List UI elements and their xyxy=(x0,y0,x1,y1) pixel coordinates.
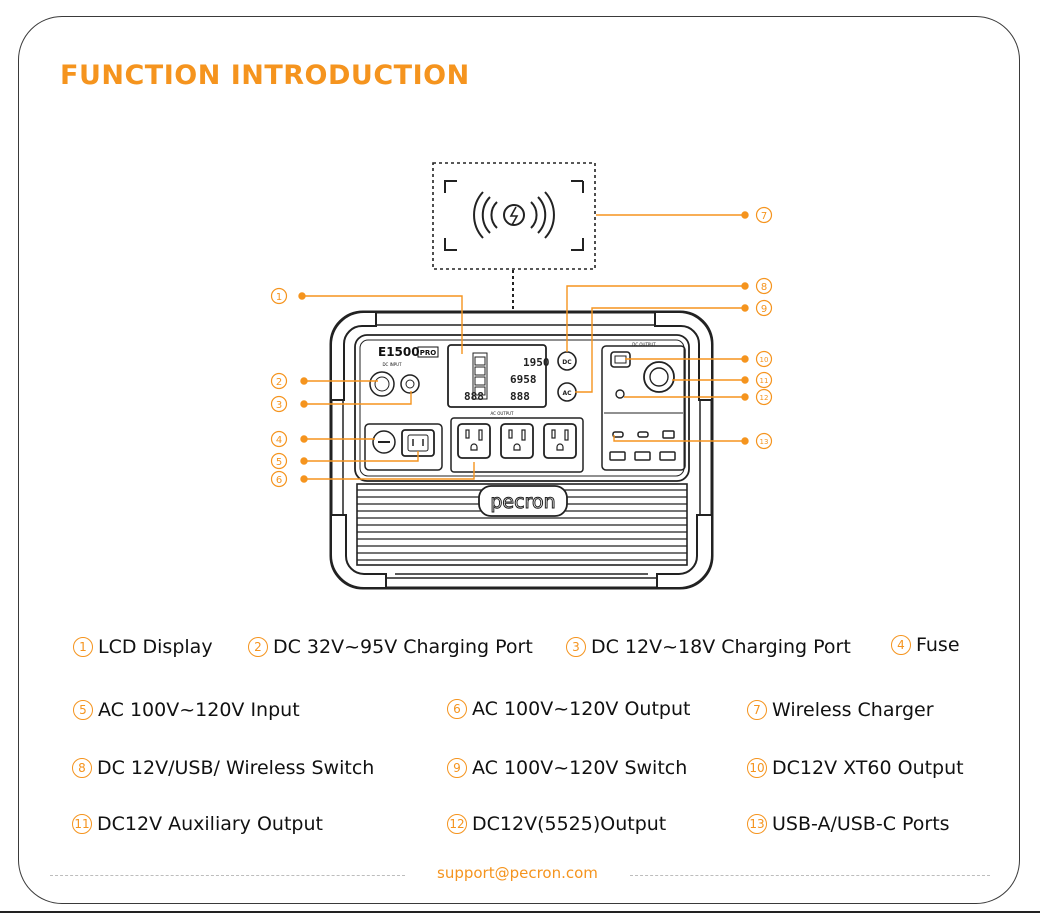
svg-text:13: 13 xyxy=(760,438,769,446)
dc-input-label: DC INPUT xyxy=(382,362,402,367)
ac-outlet xyxy=(457,423,491,459)
svg-text:AC: AC xyxy=(562,390,572,397)
dc5525-output-port xyxy=(615,389,625,399)
callout-2: 2 xyxy=(270,372,288,390)
dc-32-95v-port xyxy=(369,371,395,397)
model-suffix: PRO xyxy=(420,349,437,357)
callout-8: 8 xyxy=(755,277,773,295)
svg-text:9: 9 xyxy=(761,304,767,315)
ac-outlet xyxy=(543,423,577,459)
callout-7: 7 xyxy=(755,206,773,224)
callout-11: 11 xyxy=(755,371,773,389)
callout-10: 10 xyxy=(755,350,773,368)
content-card xyxy=(18,16,1020,904)
callout-12: 12 xyxy=(755,388,773,406)
power-station-body: pecron E1500 PRO DC INPUT 1950 6958 888 xyxy=(329,310,714,590)
svg-text:4: 4 xyxy=(276,435,282,446)
auxiliary-output-port xyxy=(643,361,675,393)
ac-output-label: AC OUTPUT xyxy=(490,411,514,416)
dc-12-18v-port xyxy=(400,374,420,394)
svg-text:11: 11 xyxy=(760,377,769,385)
dc-output-label: DC OUTPUT xyxy=(632,342,656,347)
lcd-display: 1950 6958 888 888 xyxy=(447,344,550,408)
svg-text:10: 10 xyxy=(760,356,769,364)
lcd-mid-value: 6958 xyxy=(510,373,537,386)
callout-3: 3 xyxy=(270,395,288,413)
fuse xyxy=(372,430,396,454)
support-email: support@pecron.com xyxy=(437,864,598,882)
svg-text:8: 8 xyxy=(761,282,767,293)
wireless-charging-icon xyxy=(473,191,555,239)
footer-divider-left xyxy=(50,875,405,876)
svg-text:7: 7 xyxy=(761,211,767,222)
callout-6: 6 xyxy=(270,470,288,488)
usb-ports xyxy=(609,430,676,461)
callout-markers: 1 2 3 4 5 6 7 8 9 10 11 12 13 xyxy=(270,206,773,488)
lcd-bottom-value: 888 xyxy=(464,390,484,403)
bottom-rule xyxy=(0,911,1040,913)
svg-text:3: 3 xyxy=(276,400,282,411)
page-title: FUNCTION INTRODUCTION xyxy=(60,60,470,91)
svg-text:5: 5 xyxy=(276,457,282,468)
callout-1: 1 xyxy=(270,287,288,305)
ac-outlet xyxy=(500,423,534,459)
svg-text:888: 888 xyxy=(510,390,530,403)
callout-leader-lines xyxy=(298,211,749,483)
svg-text:1: 1 xyxy=(276,292,282,303)
svg-text:2: 2 xyxy=(276,377,282,388)
callout-5: 5 xyxy=(270,452,288,470)
svg-text:12: 12 xyxy=(760,394,769,402)
callout-13: 13 xyxy=(755,432,773,450)
callout-9: 9 xyxy=(755,299,773,317)
lcd-top-value: 1950 xyxy=(523,356,550,369)
model-label: E1500 xyxy=(378,345,420,359)
brand-logo: pecron xyxy=(490,491,555,513)
footer-divider-right xyxy=(630,875,990,876)
svg-text:DC: DC xyxy=(562,359,572,366)
callout-4: 4 xyxy=(270,430,288,448)
wireless-charger-pad xyxy=(432,162,596,325)
svg-text:6: 6 xyxy=(276,475,282,486)
